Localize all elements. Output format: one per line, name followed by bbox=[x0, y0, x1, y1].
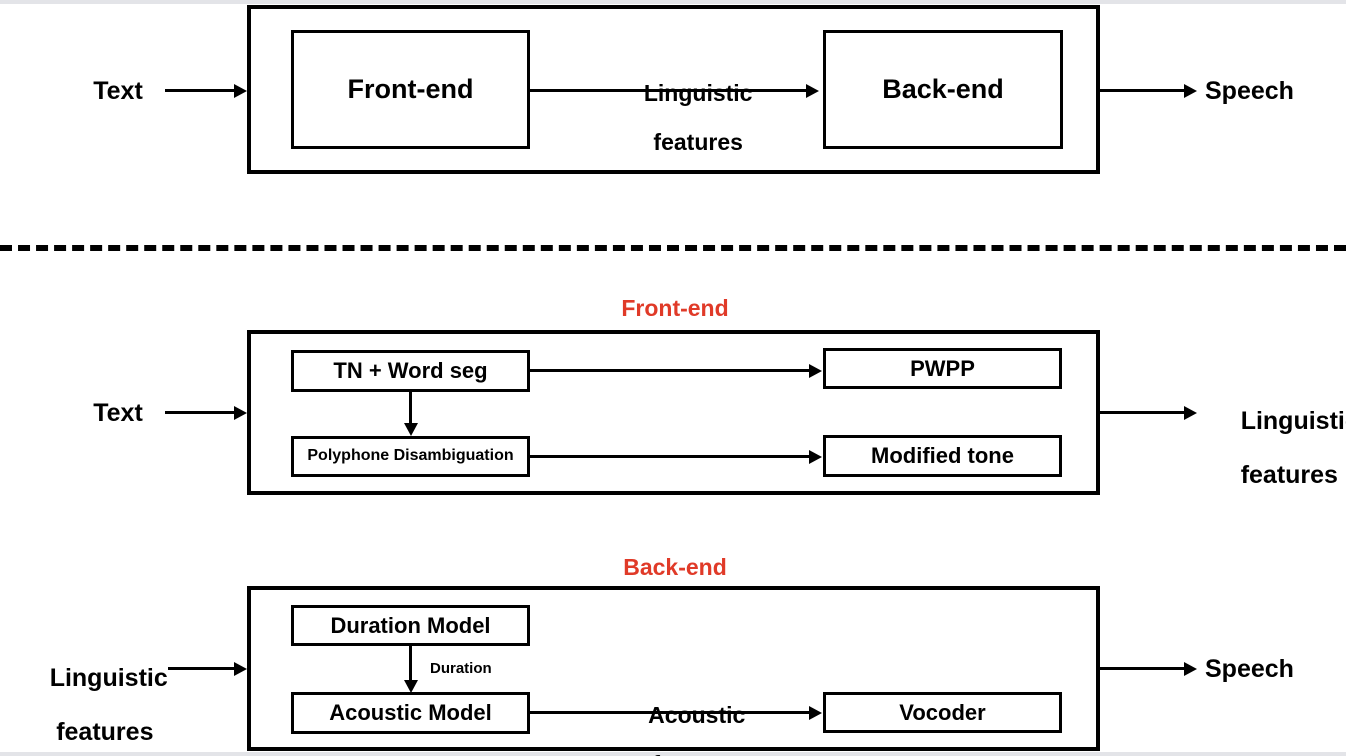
module-pwpp[interactable]: PWPP bbox=[823, 348, 1062, 389]
back-end-edge-label-line2: features bbox=[652, 751, 741, 756]
overview-mid-arrowhead bbox=[806, 84, 819, 98]
overview-input-arrowhead bbox=[234, 84, 247, 98]
module-polyphone-disambiguation[interactable]: Polyphone Disambiguation bbox=[291, 436, 530, 477]
back-end-line-duration bbox=[409, 646, 412, 682]
back-end-arrowhead-duration bbox=[404, 680, 418, 693]
module-front-end[interactable]: Front-end bbox=[291, 30, 530, 149]
overview-input-line bbox=[165, 89, 235, 92]
front-end-output-label: Linguistic features bbox=[1199, 381, 1346, 516]
back-end-section-title: Back-end bbox=[623, 554, 727, 580]
overview-input-label: Text bbox=[93, 77, 143, 105]
back-end-input-label-line2: features bbox=[56, 718, 154, 746]
front-end-input-line bbox=[165, 411, 235, 414]
module-vocoder[interactable]: Vocoder bbox=[823, 692, 1062, 733]
back-end-output-arrowhead bbox=[1184, 662, 1197, 676]
front-end-output-label-line1: Linguistic bbox=[1240, 407, 1346, 435]
front-end-arrowhead-modified-tone bbox=[809, 450, 822, 464]
module-duration-model[interactable]: Duration Model bbox=[291, 605, 530, 646]
section-divider bbox=[0, 245, 1346, 251]
overview-edge-label-line1: Linguistic bbox=[643, 79, 753, 106]
front-end-output-line bbox=[1100, 411, 1185, 414]
top-edge-strip bbox=[0, 0, 1346, 4]
front-end-input-label: Text bbox=[93, 399, 143, 427]
back-end-input-arrowhead bbox=[234, 662, 247, 676]
front-end-arrowhead-pwpp bbox=[809, 364, 822, 378]
front-end-line-polyphone-to-modified-tone bbox=[529, 455, 811, 458]
back-end-line-acoustic-to-vocoder bbox=[529, 711, 811, 714]
back-end-output-label: Speech bbox=[1205, 655, 1294, 683]
back-end-arrowhead-vocoder bbox=[809, 706, 822, 720]
module-back-end[interactable]: Back-end bbox=[823, 30, 1063, 149]
back-end-input-label: Linguistic features bbox=[8, 638, 168, 756]
back-end-output-line bbox=[1100, 667, 1185, 670]
back-end-edge-label-line1: Acoustic bbox=[648, 701, 746, 728]
back-end-input-label-line1: Linguistic bbox=[49, 664, 168, 692]
front-end-section-title: Front-end bbox=[621, 295, 729, 321]
overview-mid-line bbox=[529, 89, 807, 92]
back-end-edge-label-duration: Duration bbox=[430, 660, 492, 677]
front-end-output-arrowhead bbox=[1184, 406, 1197, 420]
back-end-edge-label-acoustic-features: Acoustic features bbox=[592, 678, 764, 756]
front-end-input-arrowhead bbox=[234, 406, 247, 420]
overview-output-label: Speech bbox=[1205, 77, 1294, 105]
module-tn-word-seg[interactable]: TN + Word seg bbox=[291, 350, 530, 392]
overview-output-arrowhead bbox=[1184, 84, 1197, 98]
overview-edge-label-linguistic-features: Linguistic features bbox=[593, 56, 765, 180]
front-end-line-tn-to-polyphone bbox=[409, 392, 412, 425]
back-end-input-line bbox=[168, 667, 235, 670]
overview-edge-label-line2: features bbox=[653, 129, 743, 156]
front-end-arrowhead-polyphone bbox=[404, 423, 418, 436]
front-end-line-tn-to-pwpp bbox=[529, 369, 811, 372]
module-modified-tone[interactable]: Modified tone bbox=[823, 435, 1062, 477]
module-acoustic-model[interactable]: Acoustic Model bbox=[291, 692, 530, 734]
overview-output-line bbox=[1100, 89, 1185, 92]
front-end-output-label-line2: features bbox=[1240, 461, 1338, 489]
bottom-edge-strip bbox=[0, 752, 1346, 756]
